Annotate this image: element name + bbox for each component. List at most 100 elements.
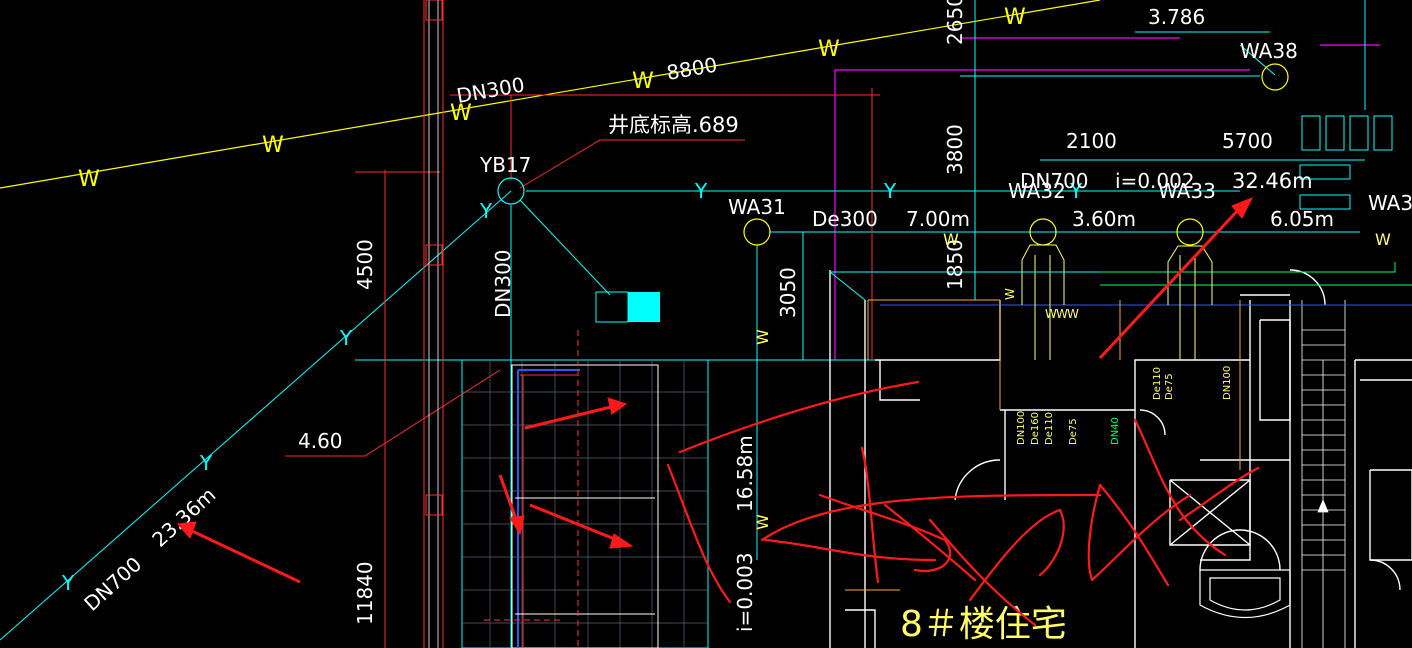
yellow-pipe-riser [1167,245,1213,305]
yellow-w-vertical: W W W W [753,230,1391,530]
dim-2100: 2100 [1066,129,1117,153]
door-arc [1289,269,1326,306]
sewer-marker-w: W [1375,230,1391,249]
markup-stroke [818,493,952,573]
leader-wellhead [519,139,745,189]
cistern-box-filled [628,292,660,322]
markup-stroke [928,518,1037,627]
building-walls [829,269,1412,648]
markup-arrows [177,197,1254,584]
green-service-line [1100,262,1396,273]
door-arc [954,459,1001,501]
cyan-window [1301,115,1321,151]
building-name: 8＃楼住宅 [900,604,1067,645]
markup-stroke [1087,483,1192,582]
door-arc [1199,529,1281,571]
wa34-label: WA34 [1368,191,1412,215]
wa33-label: WA33 [1158,179,1216,203]
building-wall [875,300,1001,361]
dim-3786: 3.786 [1148,5,1205,29]
stair-arrow [1317,498,1329,513]
manhole-wa33 [1176,218,1204,246]
sewer-w-markers: W W W W W W [78,5,1026,192]
cyan-window [1299,164,1351,180]
markup-stroke [760,493,1102,542]
dim-3800: 3800 [943,124,967,175]
sewer-marker-w: W [943,230,959,249]
building-wall [1259,319,1291,421]
dim-line-wa38 [1239,44,1276,76]
sewer-marker-w: W [1067,307,1079,321]
length-2336: 23.36m [147,483,220,552]
dim-4500: 4500 [353,239,377,290]
arrow-head [607,397,628,415]
arrow-paving-2 [498,474,525,536]
sewer-marker-w: W [632,69,654,94]
building-wall [1169,479,1251,546]
length-700: 7.00m [906,207,970,231]
dn700-right: DN700 [1020,169,1089,193]
sewer-marker-w: W [1003,288,1017,300]
arrow-head [177,521,197,539]
service-lines [829,244,1412,591]
column-joint [425,244,443,266]
building-wall [1369,469,1412,561]
arrow-paving-1 [524,397,628,430]
rain-marker-y: Y [1069,179,1083,203]
markup-stroke [666,463,732,604]
sewer-marker-w: W [1004,5,1026,30]
sewer-marker-w: W [753,329,772,345]
door-arc [1139,409,1166,436]
leader-460 [285,369,501,457]
rain-marker-y: Y [479,199,493,223]
arrow-shaft [189,528,301,584]
leader-lines [285,88,880,648]
yellow-pipe-riser [1021,244,1065,305]
pipe-tags: DN100 De160 De110 De75 DN40 De110 De75 D… [1016,366,1233,445]
cyan-window [1299,194,1351,210]
sewer-marker-w: W [818,37,840,62]
dim-8800: 8800 [665,52,719,84]
pipe-tag: DN100 [1016,411,1027,445]
cistern-box-left [595,291,629,323]
dn300-top: DN300 [455,72,527,108]
property-lines [834,37,1380,360]
length-360: 3.60m [1072,207,1136,231]
arrow-head [509,515,525,536]
slope-bottom: i=0.003 [733,552,757,632]
paving-frame [484,330,659,648]
markup-stroke [678,380,920,454]
column-joint [425,494,443,516]
markup-stroke [1098,483,1170,587]
wa32-label: WA32 [1008,179,1066,203]
sewer-line-group [0,0,1101,189]
markup-stroke [1178,466,1260,522]
rain-link-to-box [519,199,611,296]
rain-y-markers: Y Y Y Y Y Y Y [61,179,1083,595]
dn300-vertical: DN300 [491,249,515,318]
column-structure [423,0,444,648]
cyan-window [1325,115,1345,151]
cyan-inner-line [829,271,866,301]
slope-top: i=0.002 [1115,169,1195,193]
manholes [497,63,1289,246]
arrow-shaft [524,404,616,430]
property-line-upper [834,69,1250,360]
building-wall [845,609,876,648]
de300-label: De300 [812,207,878,231]
pipe-tag: DN100 [1222,366,1233,400]
fixture-outline [1209,577,1281,611]
dim-1850: 1850 [943,239,967,290]
arrow-shaft [498,474,520,526]
arrow-right-top [1098,197,1254,360]
sewer-marker-w: W [78,167,100,192]
rain-marker-y: Y [883,179,897,203]
markup-stroke [883,503,977,582]
dim-3050: 3050 [776,267,800,318]
arrow-head [609,533,634,549]
rain-marker-y: Y [199,451,213,475]
arrow-paving-3 [529,503,634,549]
dim-2650: 2650 [943,0,967,45]
